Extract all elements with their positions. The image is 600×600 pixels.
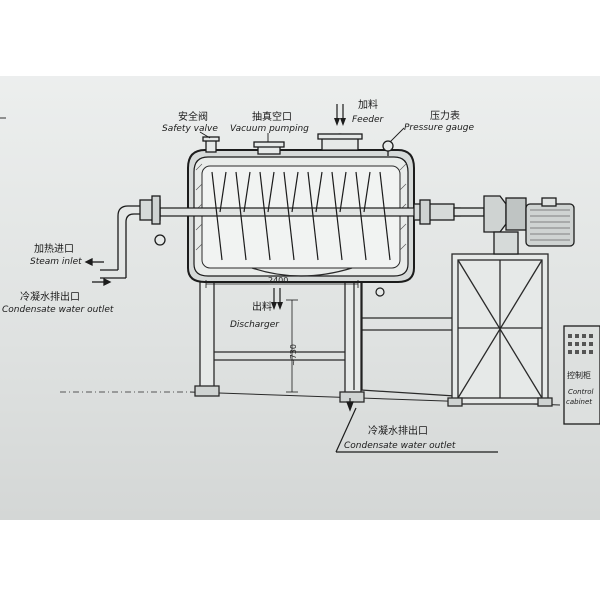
- discharge-arrows: [271, 288, 283, 310]
- discharger-cn: 出料: [252, 300, 272, 313]
- control-cabinet-en-2: cabinet: [566, 398, 592, 406]
- discharger-en: Discharger: [230, 320, 280, 330]
- leader-lines: [199, 127, 405, 143]
- condensate-downpipe: [335, 282, 498, 453]
- control-cabinet: [563, 325, 600, 425]
- dimension-height: ~730: [289, 344, 298, 366]
- vacuum-cn: 抽真空口: [252, 110, 292, 123]
- steam-inlet-en: Steam inlet: [30, 257, 82, 267]
- condensate-bottom-en: Condensate water outlet: [344, 441, 456, 451]
- safety-valve-cn: 安全阀: [178, 110, 208, 123]
- pressure-en: Pressure gauge: [404, 123, 474, 133]
- steam-inlet-cn: 加热进口: [34, 242, 74, 255]
- dimension-length: 2400: [268, 276, 288, 285]
- condensate-bottom-cn: 冷凝水排出口: [368, 424, 428, 437]
- drive-assembly: [413, 195, 575, 255]
- control-cabinet-en-1: Control: [568, 388, 594, 396]
- vacuum-en: Vacuum pumping: [230, 124, 309, 134]
- feeder-en: Feeder: [352, 115, 385, 125]
- motor-stand: [447, 253, 553, 407]
- condensate-left-en: Condensate water outlet: [2, 305, 114, 315]
- safety-valve-en: Safety valve: [162, 124, 218, 134]
- dryer-vessel: [159, 149, 461, 283]
- steam-piping: [84, 195, 166, 287]
- pressure-cn: 压力表: [430, 109, 460, 122]
- support-frame: [194, 275, 456, 403]
- control-cabinet-cn: 控制柜: [567, 370, 591, 380]
- condensate-left-cn: 冷凝水排出口: [20, 290, 80, 303]
- dimension-lines: [205, 280, 359, 393]
- top-nozzles: [202, 133, 394, 156]
- feeder-cn: 加料: [358, 98, 378, 111]
- feeder-arrows: [334, 104, 346, 126]
